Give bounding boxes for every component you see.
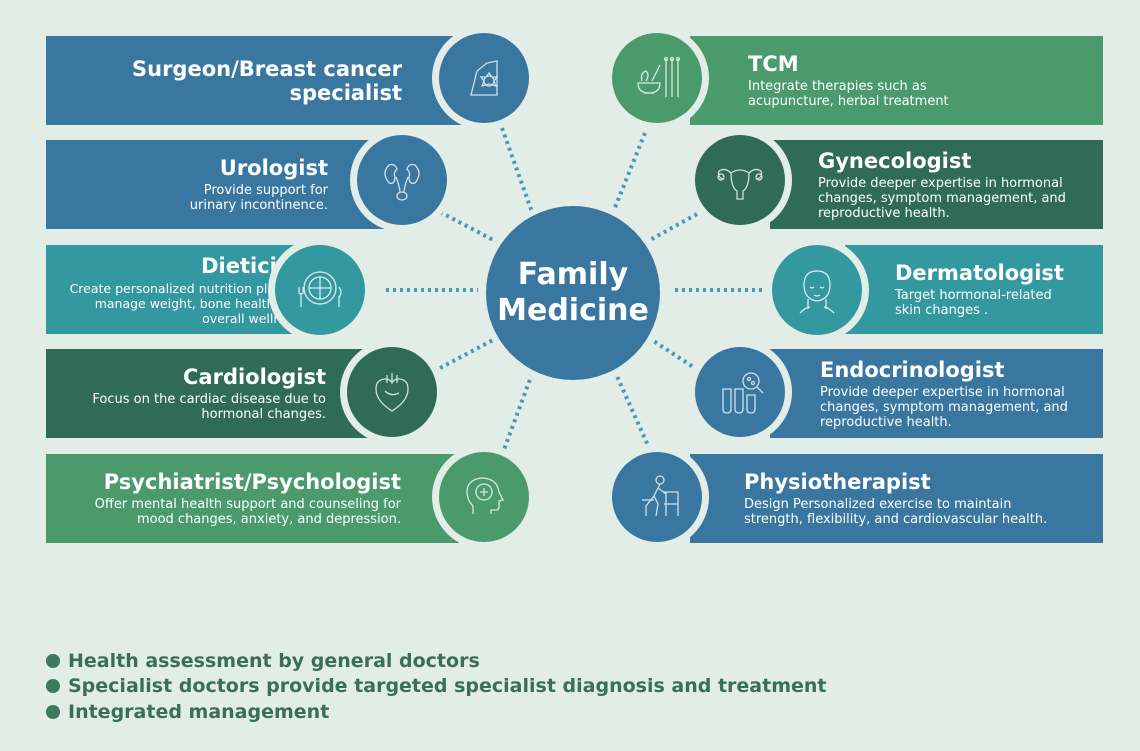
- connector-line: [439, 336, 498, 370]
- specialist-card-cardiologist: Cardiologist Focus on the cardiac diseas…: [46, 349, 376, 438]
- specialist-card-urologist: Urologist Provide support for urinary in…: [46, 140, 386, 229]
- specialist-title: Surgeon/Breast cancer specialist: [132, 56, 402, 105]
- specialist-title: Endocrinologist: [820, 357, 1005, 382]
- icon-circle: [605, 26, 709, 130]
- bullet-item: Health assessment by general doctors: [46, 648, 827, 674]
- specialist-card-dermatologist: Dermatologist Target hormonal-related sk…: [845, 245, 1103, 334]
- icon-circle: [765, 238, 869, 342]
- specialist-card-physiotherapist: Physiotherapist Design Personalized exer…: [690, 454, 1103, 543]
- center-hub: Family Medicine: [480, 200, 666, 386]
- specialist-title: Psychiatrist/Psychologist: [103, 470, 401, 494]
- connector-line: [500, 373, 534, 456]
- icon-circle: [688, 340, 792, 444]
- specialist-title: Dermatologist: [895, 261, 1064, 285]
- specialist-title: Gynecologist: [818, 148, 972, 173]
- specialist-card-endocrinologist: Endocrinologist Provide deeper expertise…: [770, 349, 1103, 438]
- center-title-line1: Family: [517, 257, 629, 292]
- heart-icon: [375, 373, 409, 412]
- bullet-item: Integrated management: [46, 699, 827, 725]
- bullet-text: Health assessment by general doctors: [68, 649, 480, 672]
- face-icon: [799, 270, 835, 314]
- icon-circle: [350, 128, 454, 232]
- bullet-dot-icon: [46, 704, 60, 719]
- icon-circle: [432, 445, 536, 549]
- test-tubes-icon: [722, 372, 764, 414]
- walker-icon: [642, 475, 679, 517]
- head-cross-icon: [466, 477, 504, 514]
- specialist-description: Target hormonal-related skin changes .: [895, 288, 1052, 318]
- specialist-description: Provide support for urinary incontinence…: [189, 183, 328, 213]
- bullet-text: Specialist doctors provide targeted spec…: [68, 675, 827, 698]
- connector-line: [650, 338, 700, 372]
- bullet-dot-icon: [46, 653, 60, 668]
- bullet-dot-icon: [46, 679, 60, 694]
- kidney-icon: [384, 163, 420, 201]
- specialist-description: Integrate therapies such as acupuncture,…: [748, 79, 949, 109]
- specialist-description: Provide deeper expertise in hormonal cha…: [818, 175, 1066, 221]
- specialist-card-surgeon: Surgeon/Breast cancer specialist: [46, 36, 466, 125]
- icon-circle: [688, 128, 792, 232]
- connector-line: [649, 212, 698, 242]
- specialist-title: Physiotherapist: [744, 470, 931, 494]
- icon-circle: [268, 238, 372, 342]
- specialist-description: Provide deeper expertise in hormonal cha…: [820, 384, 1068, 430]
- specialist-card-psychiatrist: Psychiatrist/Psychologist Offer mental h…: [46, 454, 476, 543]
- bullet-list: Health assessment by general doctors Spe…: [46, 648, 827, 725]
- icon-circle: [340, 340, 444, 444]
- bullet-text: Integrated management: [68, 700, 330, 723]
- specialist-description: Offer mental health support and counseli…: [94, 497, 401, 527]
- connector-line: [500, 127, 534, 213]
- breast-ribbon-icon: [470, 60, 499, 96]
- uterus-icon: [717, 168, 763, 200]
- icon-circle: [432, 26, 536, 130]
- specialist-card-tcm: TCM Integrate therapies such as acupunct…: [690, 36, 1103, 125]
- connector-line: [439, 210, 498, 244]
- center-title-line2: Medicine: [497, 293, 649, 328]
- mortar-needles-icon: [637, 56, 681, 97]
- connector-line: [612, 132, 647, 211]
- specialist-card-gynecologist: Gynecologist Provide deeper expertise in…: [770, 140, 1103, 229]
- specialist-title: Cardiologist: [183, 365, 326, 389]
- connector-line: [614, 373, 652, 451]
- specialist-description: Design Personalized exercise to maintain…: [744, 497, 1048, 527]
- specialist-title: TCM: [748, 52, 799, 76]
- specialist-title: Urologist: [219, 156, 328, 180]
- bullet-item: Specialist doctors provide targeted spec…: [46, 674, 827, 700]
- icon-circle: [605, 445, 709, 549]
- plate-cutlery-icon: [298, 271, 342, 307]
- specialist-description: Focus on the cardiac disease due to horm…: [92, 392, 326, 422]
